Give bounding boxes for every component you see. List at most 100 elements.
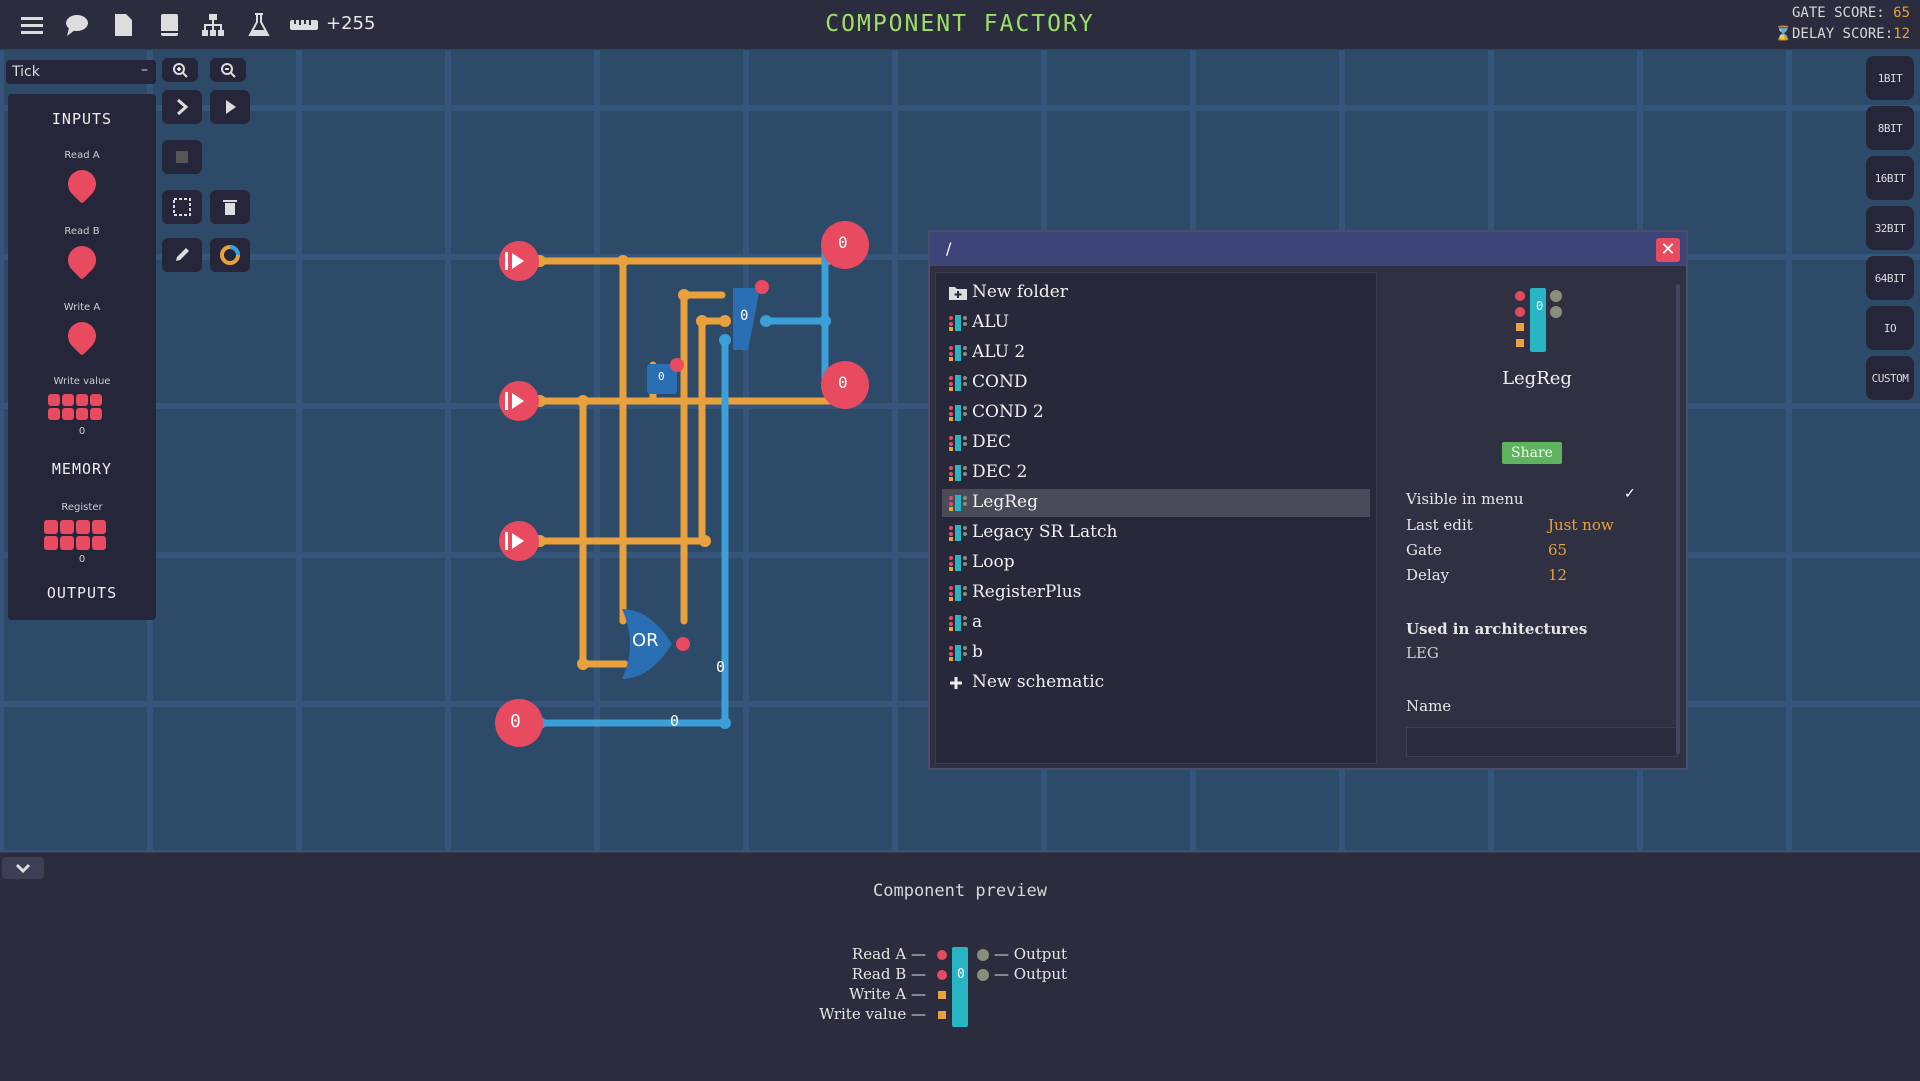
share-button[interactable]: Share	[1502, 442, 1562, 464]
new-schematic-button[interactable]: New schematic	[942, 669, 1370, 697]
schematic-icon	[949, 345, 967, 361]
list-item[interactable]: Loop	[942, 549, 1370, 577]
inputs-heading: INPUTS	[51, 110, 113, 128]
bit-1-button[interactable]: 1BIT	[1866, 56, 1914, 100]
zoom-out-button[interactable]	[210, 58, 246, 82]
schematic-icon	[949, 615, 967, 631]
schematic-icon	[949, 645, 967, 661]
preview-output-2: — Output	[994, 965, 1068, 983]
tick-selector[interactable]: Tick–	[6, 60, 156, 84]
visible-in-menu-checkbox[interactable]: ✓	[1624, 486, 1636, 502]
close-button[interactable]: ✕	[1656, 238, 1680, 262]
close-icon: ✕	[1660, 239, 1676, 260]
list-item[interactable]: RegisterPlus	[942, 579, 1370, 607]
hourglass-icon: ⌛	[1774, 26, 1792, 42]
delay-score: ⌛DELAY SCORE:12	[1774, 26, 1910, 42]
list-item-label: a	[972, 612, 983, 632]
list-item[interactable]: DEC	[942, 429, 1370, 457]
preview-input-write-a: Write A —	[849, 985, 926, 1003]
list-item[interactable]: ALU	[942, 309, 1370, 337]
list-item[interactable]: COND	[942, 369, 1370, 397]
list-item[interactable]: ALU 2	[942, 339, 1370, 367]
schematic-details: 0 LegReg Share Visible in menu ✓ Last ed…	[1392, 272, 1682, 762]
delay-value: 12	[1548, 566, 1568, 584]
list-item[interactable]: LegReg	[942, 489, 1370, 517]
write-a-pin[interactable]	[62, 316, 102, 356]
delete-button[interactable]	[210, 190, 250, 224]
palette-label-write-value: Write value	[53, 376, 111, 387]
list-item-label: ALU 2	[972, 342, 1026, 362]
schematic-icon	[949, 555, 967, 571]
flask-icon[interactable]	[246, 12, 272, 38]
wire-value-1: 0	[670, 712, 680, 730]
input-pin-value: 0	[510, 711, 521, 732]
custom-button[interactable]: CUSTOM	[1866, 356, 1914, 400]
gate-label: Gate	[1406, 541, 1442, 559]
zoom-in-button[interactable]	[162, 58, 198, 82]
list-item[interactable]: COND 2	[942, 399, 1370, 427]
architecture-value: LEG	[1406, 644, 1439, 662]
select-button[interactable]	[162, 190, 202, 224]
io-button[interactable]: IO	[1866, 306, 1914, 350]
chip-value: 0	[1536, 299, 1544, 313]
bit-64-button[interactable]: 64BIT	[1866, 256, 1914, 300]
list-item-label: RegisterPlus	[972, 582, 1082, 602]
color-button[interactable]	[210, 238, 250, 272]
circuit-wires[interactable]	[0, 50, 1920, 852]
palette-label-write-a: Write A	[63, 302, 101, 313]
pencil-button[interactable]	[162, 238, 202, 272]
preview-output-1: — Output	[994, 945, 1068, 963]
list-item-label: Legacy SR Latch	[972, 522, 1118, 542]
visible-in-menu-label: Visible in menu	[1406, 490, 1524, 508]
preview-title: Component preview	[873, 881, 1047, 901]
list-item-label: ALU	[972, 312, 1009, 332]
bit-16-button[interactable]: 16BIT	[1866, 156, 1914, 200]
page-title: COMPONENT FACTORY	[825, 11, 1095, 37]
palette-label-read-a: Read A	[64, 150, 100, 161]
step-button[interactable]	[162, 90, 202, 124]
delay-label: Delay	[1406, 566, 1450, 584]
list-item-label: b	[972, 642, 983, 662]
register-number: 0	[78, 554, 86, 565]
small-register-value: 0	[658, 370, 665, 383]
play-button[interactable]	[210, 90, 250, 124]
hierarchy-icon[interactable]	[200, 12, 226, 38]
chevron-down-icon	[15, 863, 31, 874]
book-icon[interactable]	[156, 12, 182, 38]
list-item[interactable]: b	[942, 639, 1370, 667]
schematic-icon	[949, 585, 967, 601]
read-a-pin[interactable]	[62, 164, 102, 204]
register-component[interactable]	[44, 520, 106, 550]
list-item[interactable]: DEC 2	[942, 459, 1370, 487]
pencil-icon	[176, 248, 189, 261]
used-in-architectures-label: Used in architectures	[1406, 620, 1588, 638]
ruler-icon[interactable]	[289, 12, 319, 38]
preview-input-read-a: Read A —	[851, 945, 926, 963]
palette-label-read-b: Read B	[64, 226, 100, 237]
menu-icon[interactable]	[19, 12, 45, 38]
stop-button[interactable]	[162, 140, 202, 174]
chat-icon[interactable]	[64, 12, 90, 38]
document-icon[interactable]	[110, 12, 136, 38]
details-scrollbar[interactable]	[1676, 284, 1680, 754]
selection-icon	[173, 198, 191, 216]
write-value-component[interactable]	[48, 394, 102, 420]
bit-32-button[interactable]: 32BIT	[1866, 206, 1914, 250]
last-edit-value: Just now	[1548, 516, 1614, 534]
name-label: Name	[1406, 697, 1452, 715]
list-item[interactable]: Legacy SR Latch	[942, 519, 1370, 547]
list-item-label: DEC	[972, 432, 1012, 452]
color-ring-icon	[220, 245, 240, 265]
read-b-pin[interactable]	[62, 240, 102, 280]
plus-icon	[950, 677, 962, 689]
wire-value-2: 0	[716, 658, 726, 676]
collapse-button[interactable]	[2, 857, 44, 879]
name-field[interactable]	[1406, 727, 1678, 757]
list-item[interactable]: a	[942, 609, 1370, 637]
zoom-in-icon	[173, 63, 188, 78]
bit-8-button[interactable]: 8BIT	[1866, 106, 1914, 150]
new-folder-button[interactable]: New folder	[942, 279, 1370, 307]
preview-input-read-b: Read B —	[851, 965, 926, 983]
